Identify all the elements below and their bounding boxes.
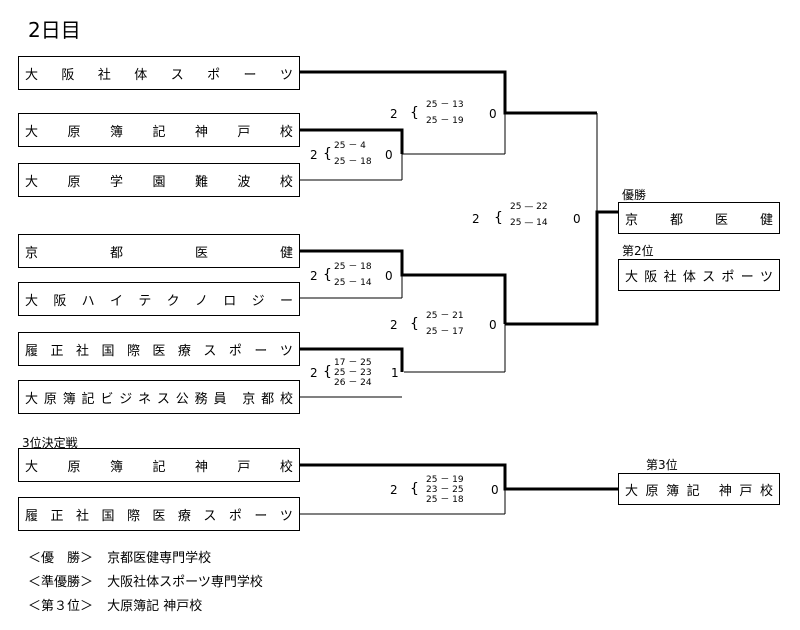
match4-score-2: 25 － 23 — [334, 368, 372, 378]
match2-sets-left: 0 — [489, 107, 497, 121]
second-box: 大阪社体スポーツ — [618, 259, 780, 291]
match1-score-1: 25 － 4 — [334, 141, 366, 151]
match4-sets-left: 1 — [391, 366, 399, 380]
match5-sets-left: 0 — [489, 318, 497, 332]
line-winner-t4 — [298, 249, 507, 324]
third-score-2: 23 － 25 — [426, 485, 464, 495]
team-name: 履正社国際医療スポーツ — [25, 343, 293, 359]
match3-score-2: 25 － 14 — [334, 278, 372, 288]
brace-left: { — [323, 267, 332, 283]
second-label: 第2位 — [622, 244, 654, 258]
third-name: 大原簿記 神戸校 — [625, 483, 773, 499]
brace-left: { — [323, 146, 332, 162]
match3-sets-left: 0 — [385, 269, 393, 283]
third-sets-left: 0 — [491, 483, 499, 497]
team-box-8: 大原簿記神戸校 — [18, 448, 300, 482]
team-name: 大原簿記ビジネス公務員 京都校 — [25, 391, 293, 407]
legend-label: ＜準優勝＞ — [28, 575, 94, 590]
team-name: 大阪ハイテクノロジー — [25, 293, 293, 309]
brace-left: { — [494, 210, 503, 226]
brace-left: { — [410, 481, 419, 497]
brace-left: { — [323, 364, 332, 380]
match4-sets-right: 2 — [310, 366, 318, 380]
team-box-9: 履正社国際医療スポーツ — [18, 497, 300, 531]
match1-score-2: 25 － 18 — [334, 157, 372, 167]
final-score-1: 25 — 22 — [510, 202, 548, 212]
legend-label: ＜第３位＞ — [28, 599, 94, 614]
match4-score-3: 26 － 24 — [334, 378, 372, 388]
match5-sets-right: 2 — [390, 318, 398, 332]
legend-value: 大阪社体スポーツ専門学校 — [107, 575, 263, 590]
match2-score-2: 25 － 19 — [426, 116, 464, 126]
legend-value: 大原簿記 神戸校 — [107, 599, 203, 614]
team-box-7: 大原簿記ビジネス公務員 京都校 — [18, 380, 300, 414]
match1-sets-right: 2 — [310, 148, 318, 162]
third-place-heading: 3位決定戦 — [22, 436, 78, 450]
team-box-3: 大原学園難波校 — [18, 163, 300, 197]
final-sets-right: 2 — [472, 212, 480, 226]
line-winner-t6 — [298, 347, 404, 372]
page-title: 2日目 — [28, 18, 81, 42]
winner-box: 京都医健 — [618, 202, 780, 234]
match2-sets-right: 2 — [390, 107, 398, 121]
legend-label: ＜優 勝＞ — [28, 551, 94, 566]
brace-left: { — [410, 316, 419, 332]
team-name: 大原学園難波校 — [25, 174, 293, 190]
final-sets-left: 0 — [573, 212, 581, 226]
team-name: 大阪社体スポーツ — [25, 67, 293, 83]
legend-row: ＜第３位＞ 大原簿記 神戸校 — [28, 595, 202, 614]
team-box-2: 大原簿記神戸校 — [18, 113, 300, 147]
team-name: 大原簿記神戸校 — [25, 124, 293, 140]
team-box-6: 履正社国際医療スポーツ — [18, 332, 300, 366]
match2-score-1: 25 － 13 — [426, 100, 464, 110]
legend-value: 京都医健専門学校 — [107, 551, 212, 566]
third-label: 第3位 — [646, 458, 678, 472]
team-name: 履正社国際医療スポーツ — [25, 508, 293, 524]
line-winner-final — [505, 210, 618, 326]
third-sets-right: 2 — [390, 483, 398, 497]
match5-score-1: 25 － 21 — [426, 311, 464, 321]
team-box-1: 大阪社体スポーツ — [18, 56, 300, 90]
team-name: 京都医健 — [25, 245, 293, 261]
match5-score-2: 25 － 17 — [426, 327, 464, 337]
match4-score-1: 17 － 25 — [334, 358, 372, 368]
team-box-4: 京都医健 — [18, 234, 300, 268]
match3-sets-right: 2 — [310, 269, 318, 283]
legend-row: ＜準優勝＞ 大阪社体スポーツ専門学校 — [28, 571, 263, 590]
third-score-1: 25 － 19 — [426, 475, 464, 485]
final-score-2: 25 — 14 — [510, 218, 548, 228]
match3-score-1: 25 － 18 — [334, 262, 372, 272]
line-winner-t2 — [298, 128, 404, 154]
winner-label: 優勝 — [622, 188, 647, 202]
brace-left: { — [410, 105, 419, 121]
line-winner-t1 — [298, 70, 597, 115]
match1-sets-left: 0 — [385, 148, 393, 162]
third-box: 大原簿記 神戸校 — [618, 473, 780, 505]
winner-name: 京都医健 — [625, 212, 773, 228]
legend-row: ＜優 勝＞ 京都医健専門学校 — [28, 547, 211, 566]
team-box-5: 大阪ハイテクノロジー — [18, 282, 300, 316]
line-winner-third — [298, 463, 618, 491]
second-name: 大阪社体スポーツ — [625, 269, 773, 285]
team-name: 大原簿記神戸校 — [25, 459, 293, 475]
third-score-3: 25 － 18 — [426, 495, 464, 505]
